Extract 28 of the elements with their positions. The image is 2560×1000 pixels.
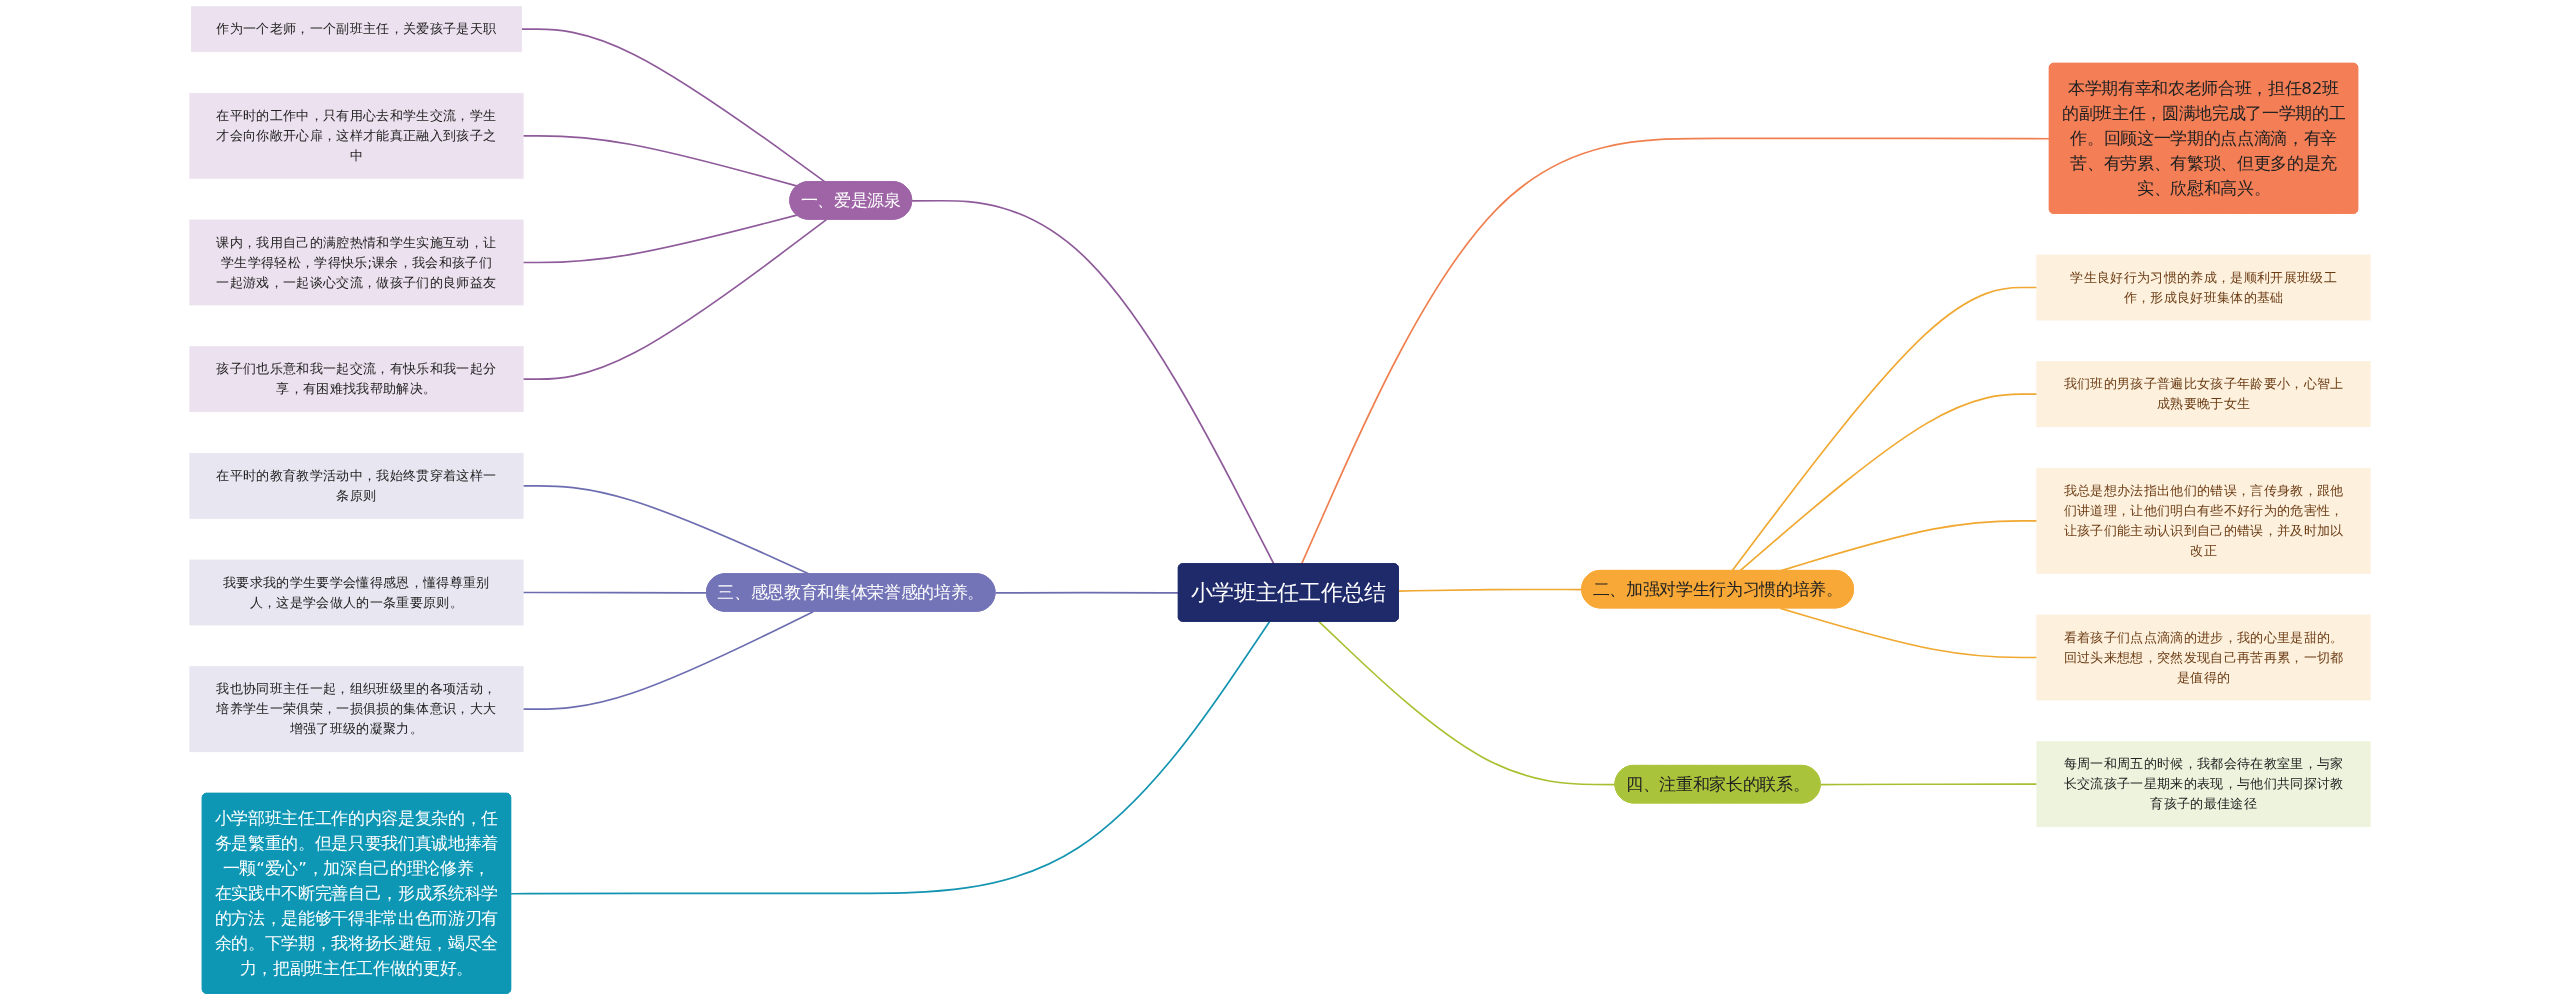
node-box: 课内，我用自己的满腔热情和学生实施互动，让学生学得轻松，学得快乐;课余，我会和孩子们一起游戏，一起谈心交流，做孩子们的良师益友	[189, 219, 524, 306]
node-box: 作为一个老师，一个副班主任，关爱孩子是天职	[191, 6, 522, 53]
node-box: 孩子们也乐意和我一起交流，有快乐和我一起分享，有困难找我帮助解决。	[189, 346, 524, 413]
node-box: 我也协同班主任一起，组织班级里的各项活动，培养学生一荣俱荣，一损俱损的集体意识，大大增强了班级的凝聚力。	[189, 666, 524, 753]
node-box: 我总是想办法指出他们的错误，言传身教，跟他们讲道理，让他们明白有些不好行为的危害性，让孩子们能主动认识到自己的错误，并及时加以改正	[2036, 467, 2371, 574]
node-box: 在平时的教育教学活动中，我始终贯穿着这样一条原则	[189, 452, 524, 519]
connector	[522, 218, 828, 380]
connector	[1318, 620, 1617, 786]
connector	[522, 610, 815, 710]
connector	[520, 28, 827, 183]
connector	[522, 214, 798, 264]
node-box: 看着孩子们点点滴滴的进步，我的心里是甜的。回过头来想想，突然发现自己再苦再累，一切都是值得的	[2036, 614, 2371, 701]
connector	[1819, 783, 2038, 786]
connector	[522, 135, 799, 187]
connector	[1739, 393, 2038, 572]
connector	[994, 591, 1180, 594]
connector	[1731, 286, 2038, 572]
connector	[510, 620, 1271, 895]
connector	[911, 199, 1275, 565]
node-box: 我要求我的学生要学会懂得感恩，懂得尊重别人，这是学会做人的一条重要原则。	[189, 559, 524, 626]
connector	[1779, 607, 2038, 659]
node-box: 学生良好行为习惯的养成，是顺利开展班级工作，形成良好班集体的基础	[2036, 254, 2371, 321]
connector	[1300, 137, 2051, 565]
connector	[1397, 588, 1583, 592]
node-box: 在平时的工作中，只有用心去和学生交流，学生才会向你敞开心扉，这样才能真正融入到孩子之中	[189, 92, 524, 179]
node-box: 我们班的男孩子普遍比女孩子年龄要小，心智上成熟要晚于女生	[2036, 361, 2371, 428]
node-box: 每周一和周五的时候，我都会待在教室里，与家长交流孩子一星期来的表现，与他们共同探讨教育孩子的最佳途径	[2036, 741, 2371, 828]
connector	[522, 591, 708, 594]
